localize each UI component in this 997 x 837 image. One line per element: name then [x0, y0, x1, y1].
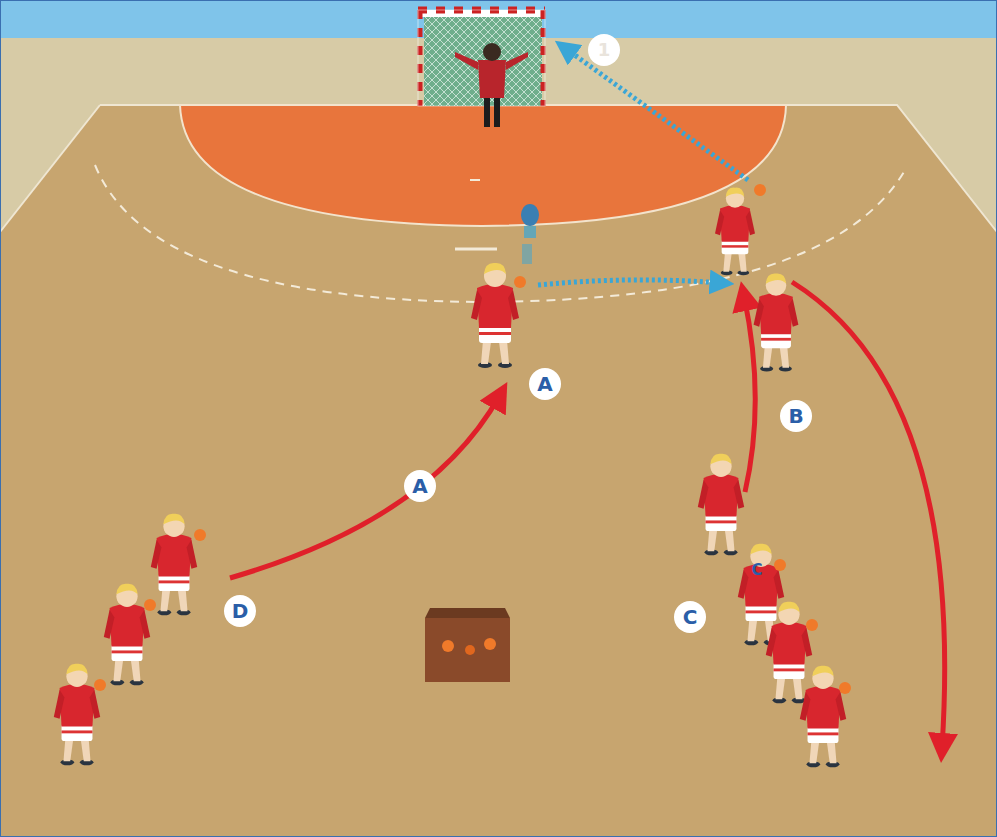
player-letter: C: [683, 607, 698, 627]
path-letter: A: [412, 476, 427, 496]
shirt-letter: C: [751, 563, 762, 578]
player-letter: D: [232, 601, 249, 621]
player-letter: A: [537, 374, 552, 394]
player-letter: B: [788, 406, 803, 426]
goalkeeper: [455, 43, 528, 127]
callout-number: 1: [598, 41, 611, 59]
